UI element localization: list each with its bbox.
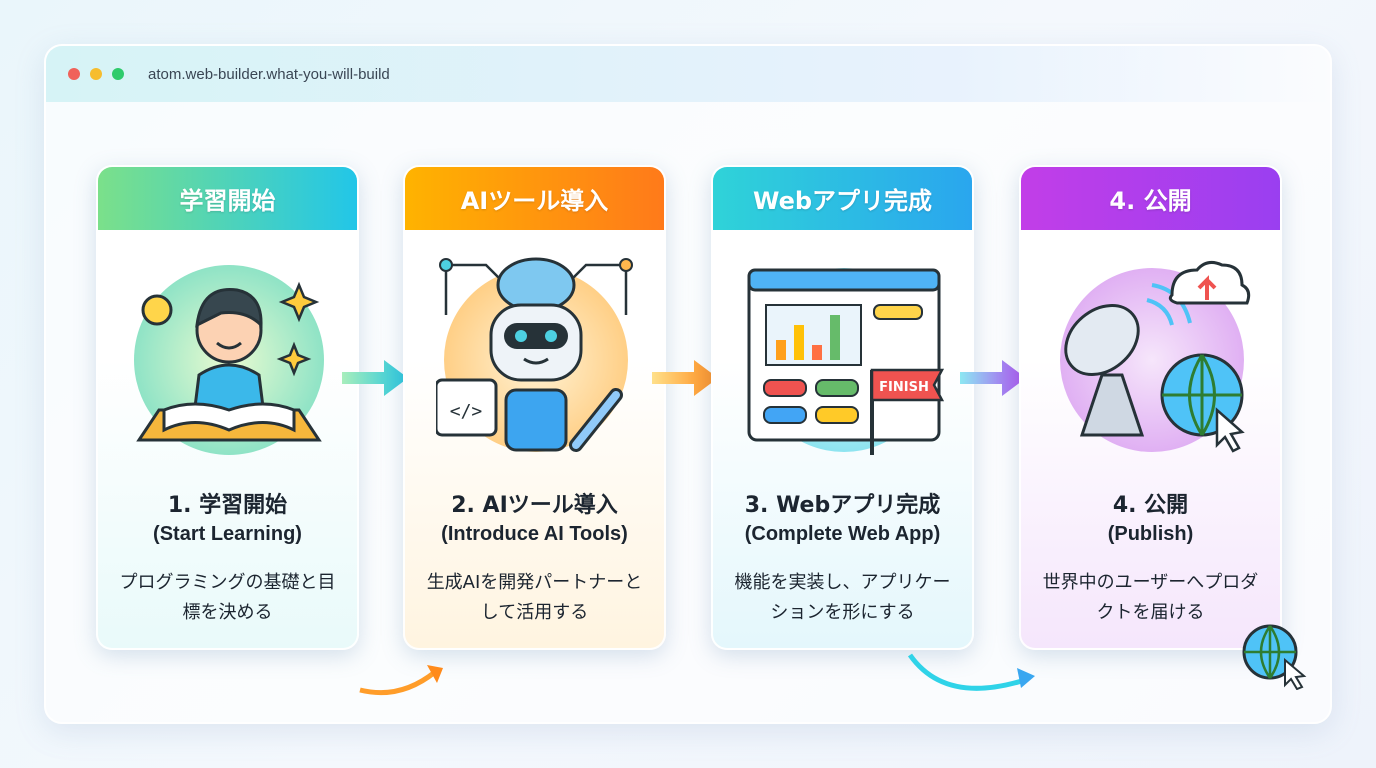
globe-cursor-icon — [1242, 624, 1307, 690]
minimize-dot[interactable] — [90, 68, 102, 80]
step-header: AIツール導入 — [405, 167, 664, 230]
ai-robot-icon: </> — [436, 257, 633, 452]
step-title: 4. 公開 — [1112, 493, 1189, 518]
step-description: 生成AIを開発パートナーとして活用する — [426, 572, 643, 623]
step-title: 1. 学習開始 — [167, 493, 288, 518]
step-subtitle: (Introduce AI Tools) — [441, 523, 628, 545]
step-subtitle: (Start Learning) — [153, 523, 302, 545]
svg-text:</>: </> — [450, 401, 483, 422]
step-subtitle: (Publish) — [1107, 523, 1194, 545]
step-description: 世界中のユーザーへプロダクトを届ける — [1042, 572, 1259, 623]
web-app-dashboard-icon: FINISH — [747, 268, 944, 455]
arrow-right-icon — [342, 360, 408, 396]
step-card-3: Webアプリ完成 FINISH 3. Webアプリ完成 (Complete We… — [711, 165, 974, 650]
step-description: プログラミングの基礎と目標を決める — [119, 572, 336, 623]
step-card-4: 4. 公開 4. 公開 (Publish) 世界中のユーザーへプロダクトを届ける — [1019, 165, 1282, 650]
step-title: 3. Webアプリ完成 — [744, 493, 941, 518]
arrow-right-icon — [652, 360, 718, 396]
curved-arrow-icon — [907, 653, 1035, 691]
step-header: Webアプリ完成 — [713, 167, 972, 230]
arrow-right-icon — [960, 360, 1026, 396]
step-header: 4. 公開 — [1021, 167, 1280, 230]
step-title: 2. AIツール導入 — [451, 493, 618, 518]
title-bar: atom.web-builder.what-you-will-build — [46, 46, 1334, 102]
finish-flag-text: FINISH — [879, 380, 929, 395]
student-reading-icon — [134, 265, 324, 455]
close-dot[interactable] — [68, 68, 80, 80]
url-text: atom.web-builder.what-you-will-build — [148, 65, 390, 83]
step-subtitle: (Complete Web App) — [744, 523, 941, 545]
curved-arrow-icon — [359, 665, 443, 696]
satellite-globe-icon — [1060, 260, 1251, 453]
step-header: 学習開始 — [98, 167, 357, 230]
step-card-2: AIツール導入 </> 2. AIツール導入 (Introduce AI Too… — [403, 165, 666, 650]
step-description: 機能を実装し、アプリケーションを形にする — [734, 572, 951, 623]
step-card-1: 学習開始 1. 学習開始 (Start Learning) プログラミングの基礎… — [96, 165, 359, 650]
maximize-dot[interactable] — [112, 68, 124, 80]
